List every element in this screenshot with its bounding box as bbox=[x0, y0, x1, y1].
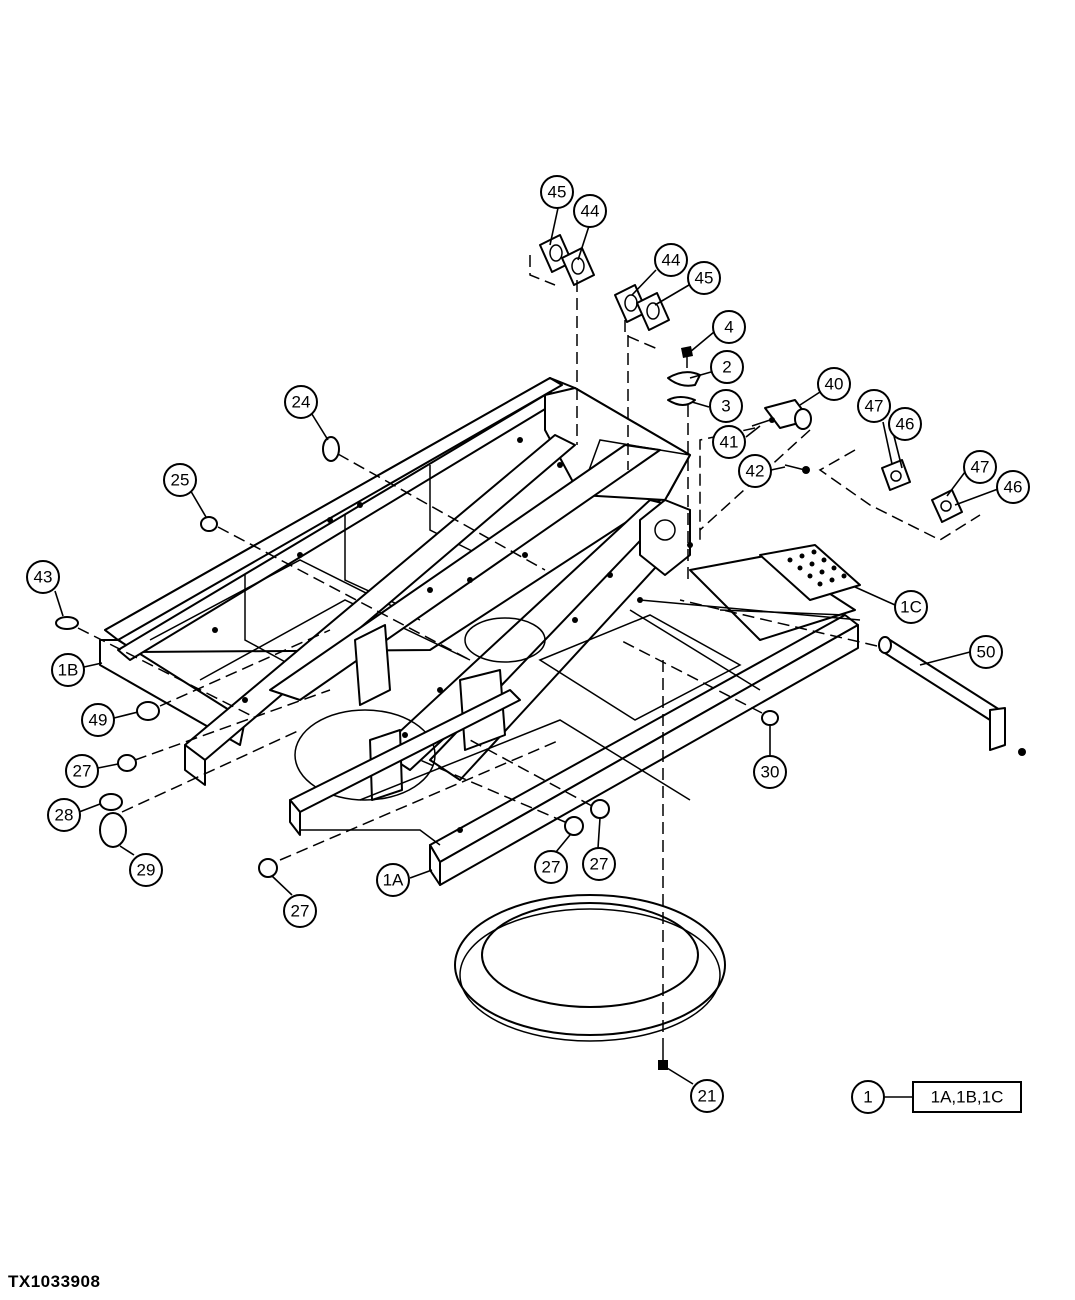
swing-bearing-ring bbox=[454, 894, 726, 1042]
callout-42: 42 bbox=[738, 454, 772, 488]
svg-text:3: 3 bbox=[721, 397, 730, 416]
svg-text:47: 47 bbox=[865, 397, 884, 416]
svg-text:40: 40 bbox=[825, 375, 844, 394]
callout-46-first: 46 bbox=[888, 407, 922, 441]
callout-25: 25 bbox=[163, 463, 197, 497]
svg-text:49: 49 bbox=[89, 711, 108, 730]
callout-24: 24 bbox=[284, 385, 318, 419]
callout-3: 3 bbox=[709, 389, 743, 423]
svg-text:43: 43 bbox=[34, 568, 53, 587]
callout-1a: 1A bbox=[376, 863, 410, 897]
svg-text:30: 30 bbox=[761, 763, 780, 782]
assembly-legend-box: 1A,1B,1C bbox=[912, 1081, 1022, 1113]
svg-text:46: 46 bbox=[896, 415, 915, 434]
callout-leaders bbox=[54, 207, 999, 1098]
svg-text:27: 27 bbox=[73, 762, 92, 781]
callout-43: 43 bbox=[26, 560, 60, 594]
callout-45-top: 45 bbox=[540, 175, 574, 209]
callout-28: 28 bbox=[47, 798, 81, 832]
figure-id-label: TX1033908 bbox=[8, 1272, 101, 1291]
svg-text:2: 2 bbox=[722, 358, 731, 377]
svg-text:27: 27 bbox=[590, 855, 609, 874]
callout-45-second: 45 bbox=[687, 261, 721, 295]
svg-text:45: 45 bbox=[695, 269, 714, 288]
svg-text:46: 46 bbox=[1004, 478, 1023, 497]
svg-text:4: 4 bbox=[724, 318, 733, 337]
svg-text:50: 50 bbox=[977, 643, 996, 662]
callout-44-top: 44 bbox=[573, 194, 607, 228]
svg-text:1A,1B,1C: 1A,1B,1C bbox=[931, 1088, 1004, 1107]
svg-text:42: 42 bbox=[746, 462, 765, 481]
svg-text:27: 27 bbox=[542, 858, 561, 877]
callout-27-right: 27 bbox=[582, 847, 616, 881]
callout-29: 29 bbox=[129, 853, 163, 887]
callout-46-second: 46 bbox=[996, 470, 1030, 504]
callout-1c: 1C bbox=[894, 590, 928, 624]
callout-1b: 1B bbox=[51, 653, 85, 687]
svg-text:1: 1 bbox=[863, 1088, 872, 1107]
svg-text:44: 44 bbox=[662, 251, 681, 270]
svg-text:41: 41 bbox=[720, 433, 739, 452]
small-parts bbox=[55, 234, 1026, 1070]
callout-27-center: 27 bbox=[534, 850, 568, 884]
callout-30: 30 bbox=[753, 755, 787, 789]
svg-text:1A: 1A bbox=[383, 871, 404, 890]
svg-text:47: 47 bbox=[971, 458, 990, 477]
callout-41: 41 bbox=[712, 425, 746, 459]
svg-text:45: 45 bbox=[548, 183, 567, 202]
assembly-lines bbox=[77, 255, 981, 1040]
callout-50: 50 bbox=[969, 635, 1003, 669]
callout-2: 2 bbox=[710, 350, 744, 384]
callout-4: 4 bbox=[712, 310, 746, 344]
upper-frame-assembly bbox=[99, 377, 861, 886]
callout-21: 21 bbox=[690, 1079, 724, 1113]
svg-text:1C: 1C bbox=[900, 598, 922, 617]
callout-44-second: 44 bbox=[654, 243, 688, 277]
callout-47-second: 47 bbox=[963, 450, 997, 484]
svg-text:25: 25 bbox=[171, 471, 190, 490]
svg-text:21: 21 bbox=[698, 1087, 717, 1106]
svg-text:29: 29 bbox=[137, 861, 156, 880]
svg-text:27: 27 bbox=[291, 902, 310, 921]
callout-49: 49 bbox=[81, 703, 115, 737]
callout-1: 1 bbox=[851, 1080, 885, 1114]
callout-27-bottom: 27 bbox=[283, 894, 317, 928]
callout-27-left: 27 bbox=[65, 754, 99, 788]
svg-text:1B: 1B bbox=[58, 661, 79, 680]
callout-40: 40 bbox=[817, 367, 851, 401]
callout-47-first: 47 bbox=[857, 389, 891, 423]
svg-text:24: 24 bbox=[292, 393, 311, 412]
svg-text:28: 28 bbox=[55, 806, 74, 825]
svg-text:44: 44 bbox=[581, 202, 600, 221]
